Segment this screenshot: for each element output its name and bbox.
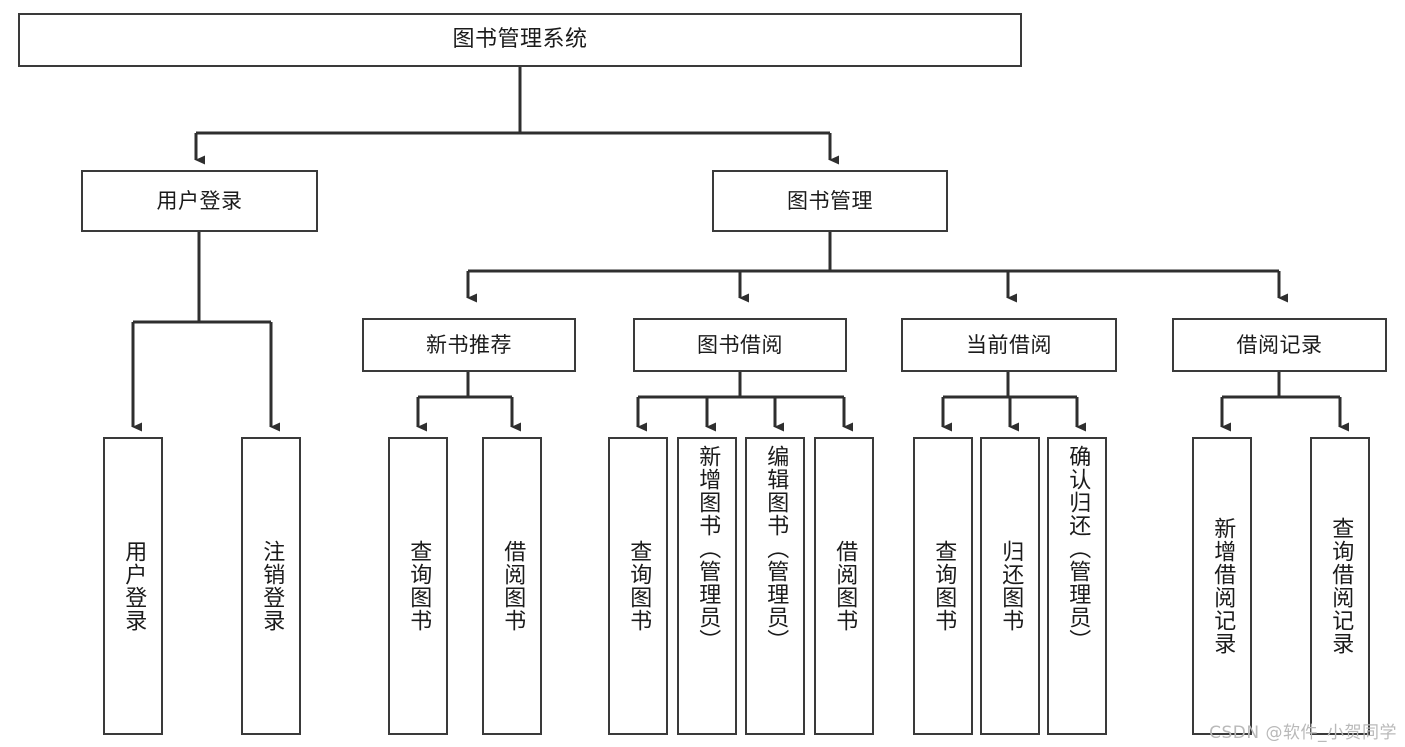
node-label: 新增图书（管理员） [695, 445, 721, 652]
watermark-text: CSDN @软件_小贺同学 [1209, 723, 1397, 743]
leaf-book-borrow-add[interactable]: 新增图书（管理员） [677, 437, 737, 735]
node-label: 查询图书 [931, 540, 957, 632]
node-label: 新增借阅记录 [1210, 517, 1236, 655]
node-label: 注销登录 [259, 540, 285, 632]
node-label: 当前借阅 [966, 332, 1052, 357]
leaf-new-book-borrow[interactable]: 借阅图书 [482, 437, 542, 735]
node-label: 新书推荐 [426, 332, 512, 357]
leaf-book-borrow-edit[interactable]: 编辑图书（管理员） [745, 437, 805, 735]
node-book-management[interactable]: 图书管理 [712, 170, 948, 232]
node-label: 编辑图书（管理员） [763, 445, 789, 652]
leaf-new-book-query[interactable]: 查询图书 [388, 437, 448, 735]
node-label: 查询借阅记录 [1328, 517, 1354, 655]
node-label: 借阅图书 [500, 540, 526, 632]
node-label: 图书管理系统 [452, 27, 588, 53]
node-label: 查询图书 [626, 540, 652, 632]
node-label: 查询图书 [406, 540, 432, 632]
leaf-book-borrow-borrow[interactable]: 借阅图书 [814, 437, 874, 735]
leaf-current-borrow-confirm-return[interactable]: 确认归还（管理员） [1047, 437, 1107, 735]
node-label: 借阅记录 [1236, 332, 1323, 357]
node-book-borrow[interactable]: 图书借阅 [633, 318, 847, 372]
node-new-book-recommend[interactable]: 新书推荐 [362, 318, 576, 372]
node-label: 用户登录 [156, 188, 243, 213]
leaf-records-query[interactable]: 查询借阅记录 [1310, 437, 1370, 735]
leaf-current-borrow-query[interactable]: 查询图书 [913, 437, 973, 735]
node-label: 确认归还（管理员） [1065, 445, 1091, 652]
leaf-book-borrow-query[interactable]: 查询图书 [608, 437, 668, 735]
node-root-system[interactable]: 图书管理系统 [18, 13, 1022, 67]
node-label: 归还图书 [998, 540, 1024, 632]
leaf-user-login-login[interactable]: 用户登录 [103, 437, 163, 735]
leaf-current-borrow-return[interactable]: 归还图书 [980, 437, 1040, 735]
node-label: 借阅图书 [832, 540, 858, 632]
node-borrow-records[interactable]: 借阅记录 [1172, 318, 1387, 372]
leaf-user-login-logout[interactable]: 注销登录 [241, 437, 301, 735]
node-label: 图书借阅 [697, 332, 783, 357]
node-label: 用户登录 [121, 540, 147, 632]
node-label: 图书管理 [787, 188, 873, 213]
node-user-login[interactable]: 用户登录 [81, 170, 318, 232]
node-current-borrow[interactable]: 当前借阅 [901, 318, 1117, 372]
leaf-records-add[interactable]: 新增借阅记录 [1192, 437, 1252, 735]
